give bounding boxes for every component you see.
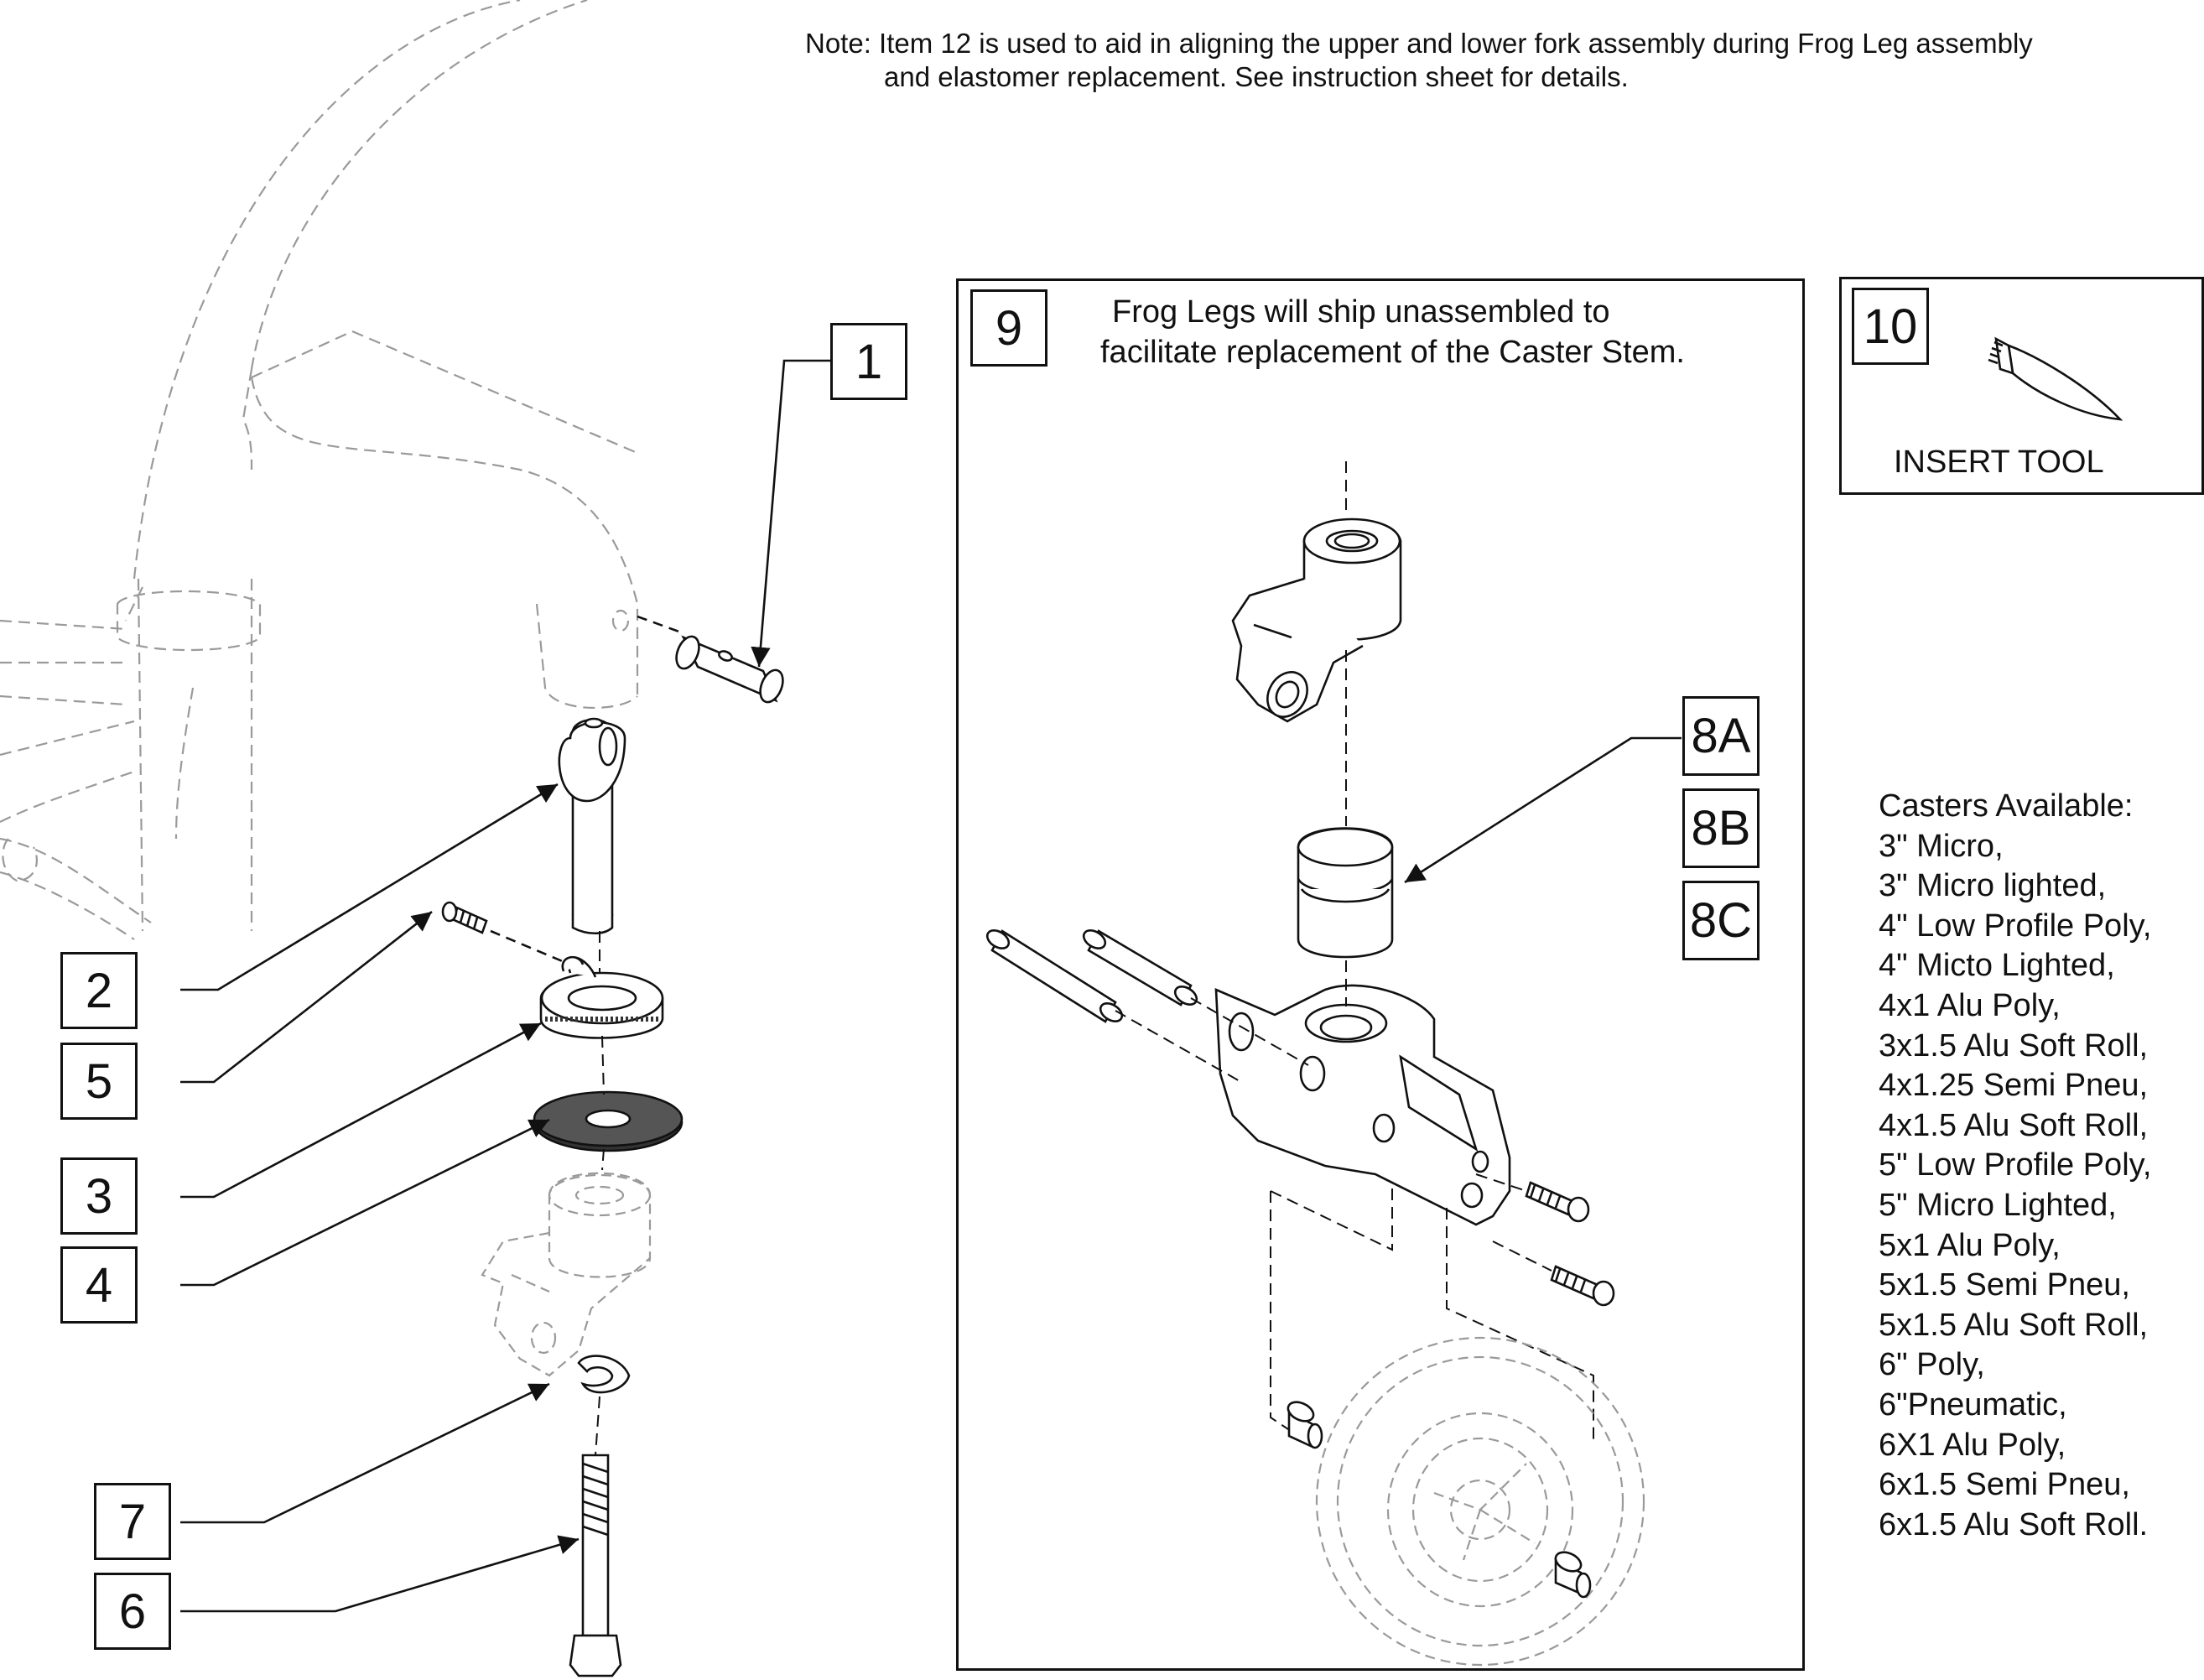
callout-10: 10 <box>1852 288 1929 365</box>
elastomer <box>1297 827 1394 959</box>
casters-available-list: Casters Available: 3" Micro, 3" Micro li… <box>1879 787 2151 1545</box>
caster-stem <box>558 717 626 935</box>
serrated-washer <box>533 1090 684 1152</box>
callout-3: 3 <box>60 1157 138 1235</box>
e-clip <box>577 1355 631 1394</box>
note-line-2: and elastomer replacement. See instructi… <box>884 61 1629 92</box>
panel-10-frame <box>1839 277 2204 495</box>
caster-item: 5x1 Alu Poly, <box>1879 1227 2061 1263</box>
callout-1: 1 <box>830 323 907 400</box>
callout-5: 5 <box>60 1043 138 1120</box>
callout-8a: 8A <box>1682 696 1760 776</box>
caster-item: 4x1 Alu Poly, <box>1879 987 2061 1023</box>
callout-9: 9 <box>970 289 1047 367</box>
callout-8c: 8C <box>1682 881 1760 960</box>
caster-item: 4" Low Profile Poly, <box>1879 908 2152 944</box>
caster-item: 4x1.25 Semi Pneu, <box>1879 1068 2149 1104</box>
caster-item: 6"Pneumatic, <box>1879 1386 2067 1423</box>
caster-bolt <box>569 1454 622 1677</box>
caster-item: 5x1.5 Alu Soft Roll, <box>1879 1307 2149 1343</box>
caster-item: 3" Micro, <box>1879 828 2004 864</box>
caster-item: 3x1.5 Alu Soft Roll, <box>1879 1027 2149 1064</box>
callout-8b: 8B <box>1682 788 1760 868</box>
callout-7: 7 <box>94 1483 171 1560</box>
caster-item: 5" Low Profile Poly, <box>1879 1147 2152 1183</box>
fork-screws <box>1525 1181 1615 1307</box>
insert-tool-label: INSERT TOOL <box>1894 445 2104 480</box>
callout-4: 4 <box>60 1246 138 1324</box>
caster-item: 4x1.5 Alu Soft Roll, <box>1879 1107 2149 1143</box>
caster-item: 6x1.5 Semi Pneu, <box>1879 1467 2130 1503</box>
insert-tool-art <box>1988 336 2123 421</box>
axle-pin <box>637 615 784 704</box>
caster-item: 4" Micto Lighted, <box>1879 948 2115 984</box>
callout-6: 6 <box>94 1573 171 1650</box>
fork-ghost <box>481 1172 652 1377</box>
wheelchair-frame-ghost <box>0 0 639 940</box>
caster-item: 3" Micro lighted, <box>1879 868 2107 904</box>
lower-fork <box>1214 984 1511 1226</box>
caster-item: 6" Poly, <box>1879 1347 1985 1383</box>
upper-fork <box>1231 518 1402 723</box>
caster-wheel-ghost <box>1315 1336 1645 1667</box>
wheel-spacers <box>1287 1401 1592 1599</box>
panel-9-note-line-1: Frog Legs will ship unassembled to <box>1112 294 1610 330</box>
clamp-collar <box>539 955 664 1039</box>
casters-heading: Casters Available: <box>1879 788 2134 824</box>
caster-item: 6X1 Alu Poly, <box>1879 1427 2066 1463</box>
caster-item: 5x1.5 Semi Pneu, <box>1879 1267 2130 1303</box>
panel-9-frame <box>956 278 1805 1671</box>
panel-9-note-line-2: facilitate replacement of the Caster Ste… <box>1100 335 1685 370</box>
caster-item: 5" Micro Lighted, <box>1879 1187 2117 1223</box>
caster-item: 6x1.5 Alu Soft Roll. <box>1879 1506 2149 1542</box>
callout-2: 2 <box>60 952 138 1029</box>
note-line-1: Note: Item 12 is used to aid in aligning… <box>805 28 2033 59</box>
screw-5 <box>441 901 571 966</box>
